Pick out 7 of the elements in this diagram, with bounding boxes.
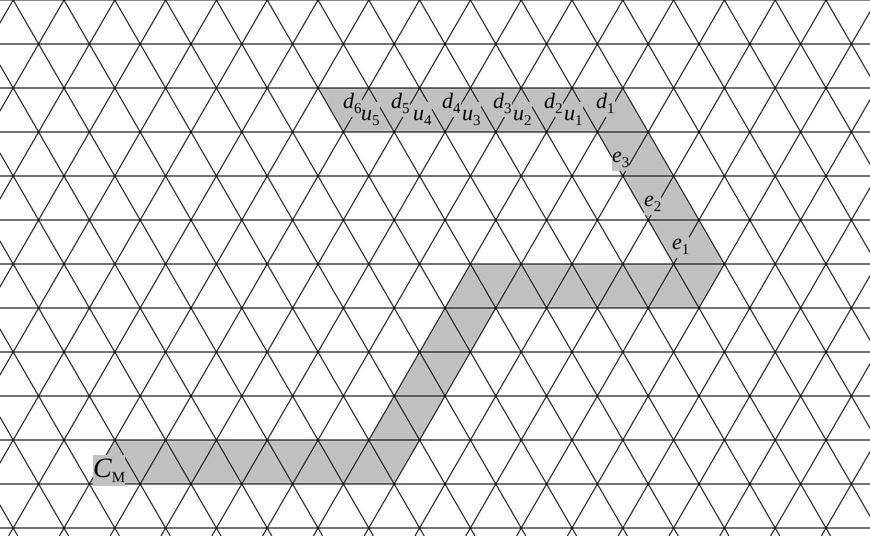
math-label: d$_{3}$ — [493, 90, 512, 117]
math-label: d$_{4}$ — [442, 90, 460, 117]
math-label: d$_{2}$ — [544, 90, 562, 117]
math-label: d$_{1}$ — [596, 90, 614, 117]
math-label: d$_{5}$ — [391, 90, 410, 117]
math-label: C$_{M}$ — [93, 455, 126, 486]
math-label: d$_{6}$ — [343, 90, 362, 117]
